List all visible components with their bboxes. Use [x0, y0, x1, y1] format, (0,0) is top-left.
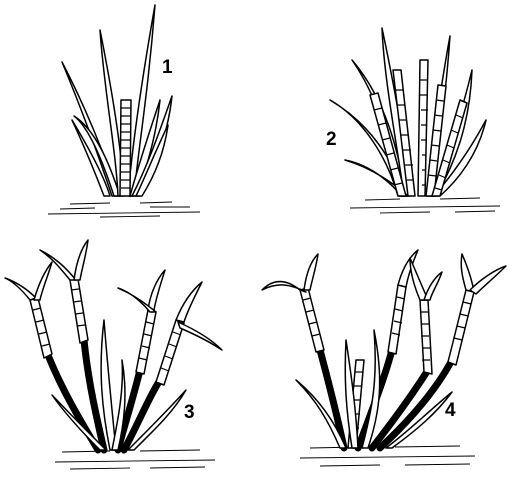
stage-3-plant [5, 240, 222, 469]
stage-1-plant [48, 5, 200, 217]
stage-1-label: 1 [162, 58, 173, 77]
stage-3-ground [55, 450, 215, 469]
stage-2-plant [330, 28, 500, 213]
stage-2-label: 2 [326, 130, 337, 149]
stage-1-ground [48, 202, 200, 217]
stage-2-ground [350, 198, 500, 213]
stage-4-plant [262, 250, 506, 466]
stage-4-ground [300, 446, 475, 466]
stage-3-label: 3 [184, 403, 195, 422]
stage-4-label: 4 [445, 401, 456, 420]
